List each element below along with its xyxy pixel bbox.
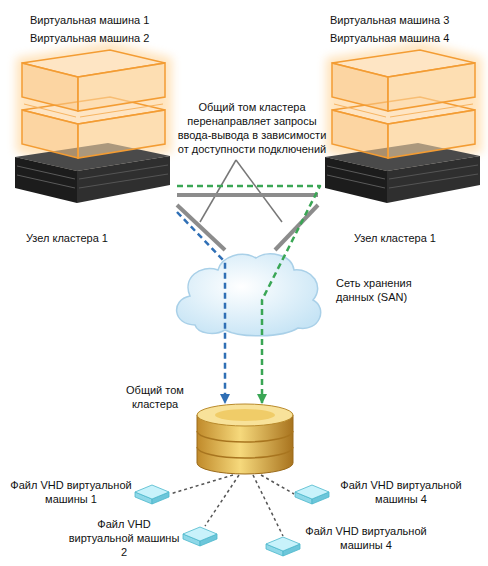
node-label: Файл VHD виртуальной машины 4 xyxy=(336,478,466,506)
node-label: Виртуальная машина 3 xyxy=(330,13,480,27)
leader-line xyxy=(200,160,236,222)
vhd-file-icon xyxy=(134,484,170,506)
vhd-file: Файл VHD виртуальной машины 4 xyxy=(265,536,301,558)
vhd-file: Файл VHD виртуальной машины 1 xyxy=(134,484,170,506)
node-label: Виртуальная машина 1 xyxy=(30,13,180,27)
vhd-file: Файл VHD виртуальной машины 4 xyxy=(294,484,330,506)
io-path xyxy=(253,475,283,536)
node-label: Виртуальная машина 2 xyxy=(30,31,180,45)
node-label: Узел кластера 1 xyxy=(354,231,480,245)
san-cloud: Сеть хранения данных (SAN) xyxy=(170,250,325,338)
cluster-node: Виртуальная машина 1 Виртуальная машина 2… xyxy=(12,10,177,246)
node-label: Файл VHD виртуальной машины 4 xyxy=(303,524,429,552)
vhd-file-icon xyxy=(265,536,301,558)
node-label: Узел кластера 1 xyxy=(26,231,176,245)
vhd-file-icon xyxy=(294,484,330,506)
network-link xyxy=(177,193,318,197)
annotation-text: Общий том кластера перенаправляет запрос… xyxy=(172,100,332,156)
io-path xyxy=(205,475,239,526)
node-label: Виртуальная машина 4 xyxy=(330,31,480,45)
server-illustration xyxy=(15,42,172,203)
shared-volume: Общий том кластера xyxy=(195,403,295,475)
storage-cylinder xyxy=(195,403,295,475)
network-link xyxy=(275,205,318,250)
io-path xyxy=(177,186,320,403)
node-label: Общий том кластера xyxy=(117,383,193,411)
network-link xyxy=(177,205,225,250)
io-path xyxy=(170,475,233,494)
server-illustration xyxy=(325,42,482,203)
vhd-file: Файл VHD виртуальной машины 2 xyxy=(182,526,218,548)
io-path xyxy=(261,475,294,494)
vhd-file-icon xyxy=(182,526,218,548)
cluster-node: Виртуальная машина 3 Виртуальная машина 4… xyxy=(318,10,480,246)
node-label: Сеть хранения данных (SAN) xyxy=(336,276,424,304)
node-label: Файл VHD виртуальной машины 2 xyxy=(68,517,180,559)
node-label: Файл VHD виртуальной машины 1 xyxy=(10,478,132,506)
cloud-shape xyxy=(170,250,325,338)
leader-line xyxy=(236,160,282,222)
